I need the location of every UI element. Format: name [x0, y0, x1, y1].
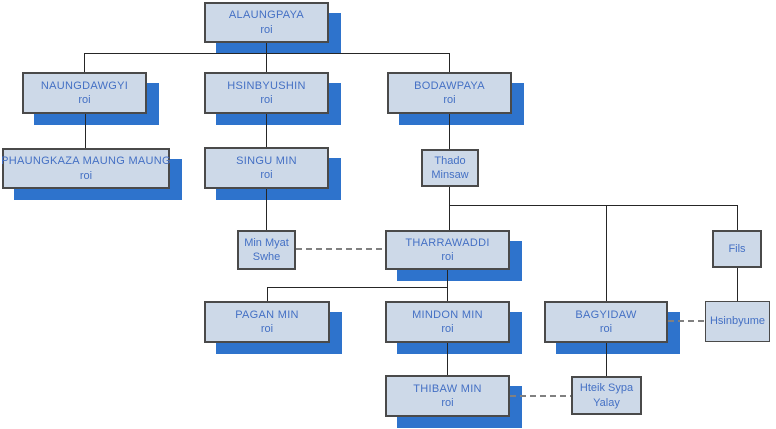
connector-line [267, 287, 448, 288]
node-title: roi [441, 397, 454, 409]
node-name: Fils [728, 242, 746, 255]
node-title: roi [260, 169, 273, 181]
node-title: roi [260, 23, 273, 36]
node-box: Thado Minsaw [421, 149, 479, 187]
node-thado-minsaw: Thado Minsaw [421, 149, 479, 187]
node-box: PAGAN MIN roi [204, 301, 330, 343]
node-name: HSINBYUSHIN [227, 79, 306, 92]
node-title: roi [443, 94, 456, 106]
connector-line [266, 53, 267, 72]
node-bagyidaw: BAGYIDAW roi [544, 301, 680, 354]
node-title: roi [441, 323, 454, 335]
node-box: THIBAW MIN roi [385, 375, 510, 417]
connector-line [737, 205, 738, 230]
node-name: THARRAWADDI [405, 236, 490, 249]
node-title: roi [260, 323, 274, 335]
node-hsinbyume: Hsinbyume [705, 301, 770, 342]
connector-line [449, 187, 450, 230]
connector-line [606, 205, 607, 301]
node-name: SINGU MIN [236, 154, 297, 167]
node-hsinbyushin: HSINBYUSHIN roi [204, 72, 341, 125]
connector-line [449, 205, 737, 206]
node-box: Hteik Sypa Yalay [571, 376, 642, 415]
node-box: HSINBYUSHIN roi [204, 72, 329, 114]
node-name: BAGYIDAW [575, 308, 637, 321]
node-box: BODAWPAYA roi [387, 72, 512, 114]
marriage-dashed-line [510, 395, 571, 397]
node-mindon-min: MINDON MIN roi [385, 301, 522, 354]
node-box: PHAUNGKAZA MAUNG MAUNG roi [1, 148, 171, 189]
node-name: Minsaw [431, 169, 469, 181]
connector-line [447, 270, 448, 301]
connector-line [84, 53, 85, 72]
node-singu-min: SINGU MIN roi [204, 147, 341, 200]
node-box: ALAUNGPAYA roi [204, 2, 329, 43]
node-name: Hteik Sypa [579, 382, 634, 395]
connector-line [85, 114, 86, 148]
node-box: NAUNGDAWGYI roi [22, 72, 147, 114]
connector-line [266, 43, 267, 53]
node-min-myat-swhe: Min Myat Swhe [237, 230, 296, 270]
node-hteik-sypa-yalay: Hteik Sypa Yalay [571, 376, 642, 415]
node-fils: Fils [712, 230, 762, 268]
node-name: NAUNGDAWGYI [40, 79, 129, 92]
node-title: roi [78, 94, 91, 106]
node-name: BODAWPAYA [414, 79, 485, 92]
node-box: MINDON MIN roi [385, 301, 510, 343]
connector-line [449, 53, 450, 72]
connector-line [606, 343, 607, 376]
node-phaungkaza-maung-maung: PHAUNGKAZA MAUNG MAUNG roi [1, 148, 182, 200]
node-name: Min Myat [244, 236, 289, 249]
marriage-dashed-line [668, 320, 705, 322]
node-box: THARRAWADDI roi [385, 230, 510, 270]
connector-line [266, 189, 267, 230]
node-pagan-min: PAGAN MIN roi [204, 301, 342, 354]
connector-line [737, 268, 738, 301]
node-name: PHAUNGKAZA MAUNG MAUNG [1, 155, 171, 168]
node-title: roi [441, 251, 454, 263]
connector-line [84, 53, 450, 54]
connector-line [447, 343, 448, 375]
node-alaungpaya: ALAUNGPAYA roi [204, 2, 341, 54]
connector-line [449, 114, 450, 149]
node-name: MINDON MIN [412, 308, 483, 321]
node-bodawpaya: BODAWPAYA roi [387, 72, 524, 125]
connector-line [267, 287, 268, 301]
node-tharrawaddi: THARRAWADDI roi [385, 230, 522, 281]
node-name: PAGAN MIN [235, 308, 299, 321]
marriage-dashed-line [296, 248, 385, 250]
node-name: ALAUNGPAYA [228, 9, 305, 22]
node-title: roi [79, 169, 93, 182]
node-box: SINGU MIN roi [204, 147, 329, 189]
node-box: Fils [712, 230, 762, 268]
node-box: Hsinbyume [705, 301, 770, 342]
node-naungdawgyi: NAUNGDAWGYI roi [22, 72, 159, 125]
node-thibaw-min: THIBAW MIN roi [385, 375, 522, 428]
node-name: THIBAW MIN [413, 382, 482, 395]
connector-line [266, 114, 267, 147]
node-name: Hsinbyume [709, 315, 766, 328]
node-name: Yalay [593, 396, 620, 409]
node-title: roi [599, 323, 613, 335]
node-box: BAGYIDAW roi [544, 301, 668, 343]
node-name: Swhe [252, 251, 281, 263]
node-name: Thado [434, 154, 466, 167]
node-title: roi [260, 94, 273, 106]
node-box: Min Myat Swhe [237, 230, 296, 270]
